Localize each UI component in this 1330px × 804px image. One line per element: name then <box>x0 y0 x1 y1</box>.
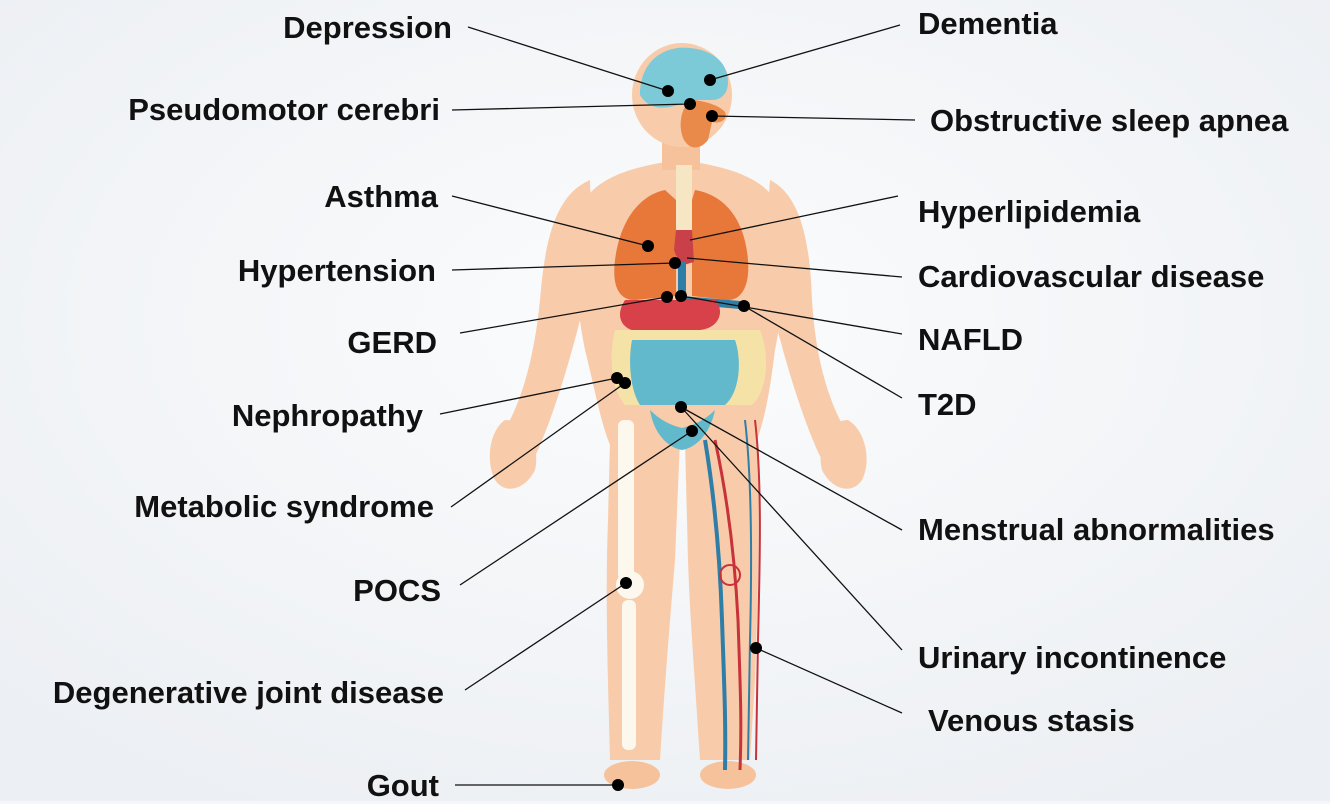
label-pseudomotor-cerebri: Pseudomotor cerebri <box>128 92 440 128</box>
dot-hypertension <box>669 257 681 269</box>
label-asthma: Asthma <box>324 179 438 215</box>
femur <box>618 420 634 580</box>
label-metabolic-syndrome: Metabolic syndrome <box>134 489 434 525</box>
label-hyperlipidemia: Hyperlipidemia <box>918 194 1140 230</box>
trachea <box>676 165 692 235</box>
dot-osa <box>706 110 718 122</box>
dot-pocs <box>686 425 698 437</box>
label-urinary-incontinence: Urinary incontinence <box>918 640 1226 676</box>
label-nafld: NAFLD <box>918 322 1023 358</box>
dot-nafld <box>675 290 687 302</box>
dot-t2d <box>738 300 750 312</box>
dot-venous <box>750 642 762 654</box>
dot-asthma <box>642 240 654 252</box>
label-menstrual-abnormalities: Menstrual abnormalities <box>918 512 1275 548</box>
label-pocs: POCS <box>353 573 441 609</box>
label-dementia: Dementia <box>918 6 1058 42</box>
dot-gerd <box>661 291 673 303</box>
label-degenerative-joint-disease: Degenerative joint disease <box>53 675 444 711</box>
dot-pseudomotor <box>684 98 696 110</box>
dot-gout <box>612 779 624 791</box>
dot-pelvis <box>675 401 687 413</box>
dot-dementia <box>704 74 716 86</box>
label-cardiovascular-disease: Cardiovascular disease <box>918 259 1264 295</box>
tibia <box>622 600 636 750</box>
label-t2d: T2D <box>918 387 977 423</box>
dot-depression <box>662 85 674 97</box>
dot-metabolic <box>619 377 631 389</box>
label-hypertension: Hypertension <box>238 253 436 289</box>
label-obstructive-sleep-apnea: Obstructive sleep apnea <box>930 103 1288 139</box>
label-gout: Gout <box>367 768 439 804</box>
label-nephropathy: Nephropathy <box>232 398 423 434</box>
label-venous-stasis: Venous stasis <box>928 703 1135 739</box>
right-foot <box>700 761 756 789</box>
liver <box>620 300 720 332</box>
dot-djd <box>620 577 632 589</box>
intestines <box>630 340 739 405</box>
label-depression: Depression <box>283 10 452 46</box>
label-gerd: GERD <box>347 325 437 361</box>
